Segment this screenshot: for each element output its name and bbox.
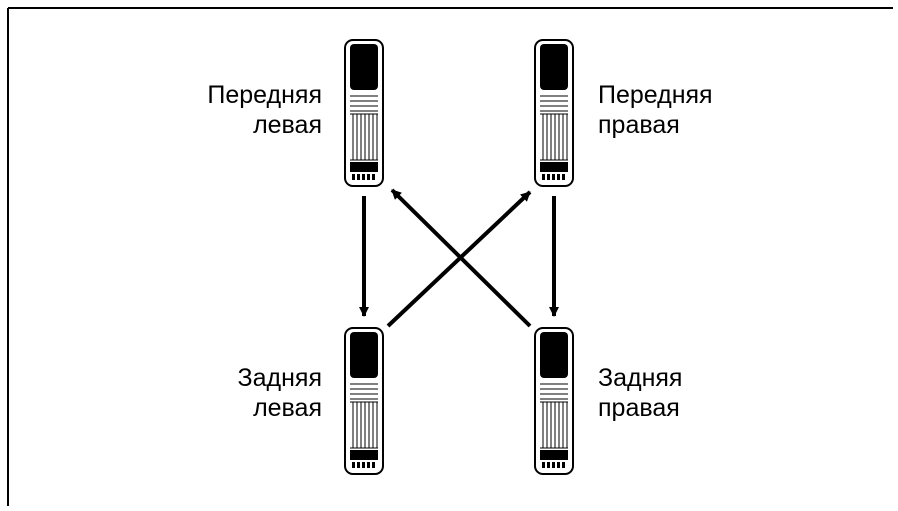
rotation-arrows: [359, 188, 559, 328]
label-rear-left-line2: левая: [253, 394, 322, 422]
label-front-right-line2: правая: [598, 111, 680, 139]
tire-front-right-icon: [534, 39, 574, 187]
tire-rear-left-icon: [344, 327, 384, 475]
tire-front-left-icon: [344, 39, 384, 187]
label-front-left-line1: Передняя: [207, 81, 322, 109]
label-rear-left-line1: Задняя: [237, 364, 322, 392]
arrow-rear-right-to-front-left: [390, 188, 532, 328]
arrow-rear-left-to-front-right: [386, 190, 532, 328]
tire-rear-right-icon: [534, 327, 574, 475]
label-rear-right: Задняя правая: [598, 363, 758, 423]
label-rear-right-line1: Задняя: [598, 364, 683, 392]
label-front-left: Передняя левая: [170, 80, 322, 140]
label-rear-right-line2: правая: [598, 394, 680, 422]
label-front-left-line2: левая: [253, 111, 322, 139]
label-front-right-line1: Передняя: [598, 81, 713, 109]
label-rear-left: Задняя левая: [170, 363, 322, 423]
label-front-right: Передняя правая: [598, 80, 758, 140]
